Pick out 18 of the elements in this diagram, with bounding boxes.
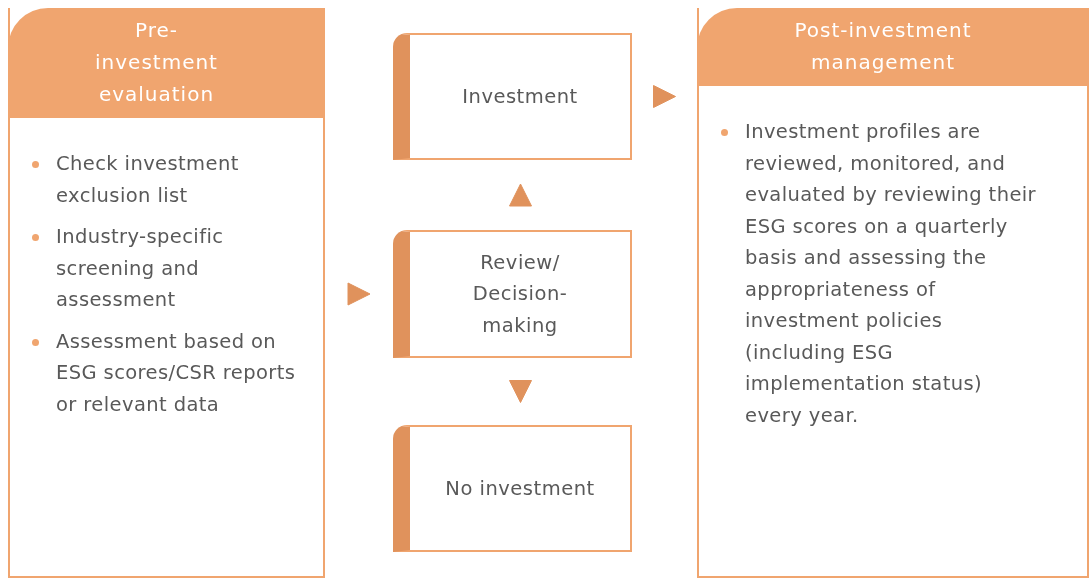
bullet-text: Investment profiles are reviewed, monitored, and evaluated by reviewing their ESG scores on a quarterly basis and assessing the appropriateness of investment policies (including ESG implementation status) every year. <box>745 120 1037 427</box>
step-label: Investment <box>461 83 579 110</box>
arrow <box>509 380 532 403</box>
process-box <box>393 33 632 160</box>
step-label: No investment <box>445 475 595 502</box>
step-label: Review/ Decision-making <box>471 249 569 339</box>
stage-panel <box>697 8 1089 578</box>
process-box <box>393 230 632 358</box>
panel-heading: Pre-investment evaluation <box>8 8 325 118</box>
bullet-text: Check investment exclusion list <box>56 152 239 207</box>
bullet-text: Industry-specific screening and assessment <box>56 225 224 311</box>
stage-panel <box>8 8 325 578</box>
arrow <box>509 183 532 207</box>
process-box <box>393 425 632 552</box>
arrow <box>347 282 371 306</box>
panel-heading: Post-investment management <box>697 8 1089 86</box>
arrow <box>653 85 676 108</box>
bullet-text: Assessment based on ESG scores/CSR reports or relevant data <box>56 329 296 416</box>
